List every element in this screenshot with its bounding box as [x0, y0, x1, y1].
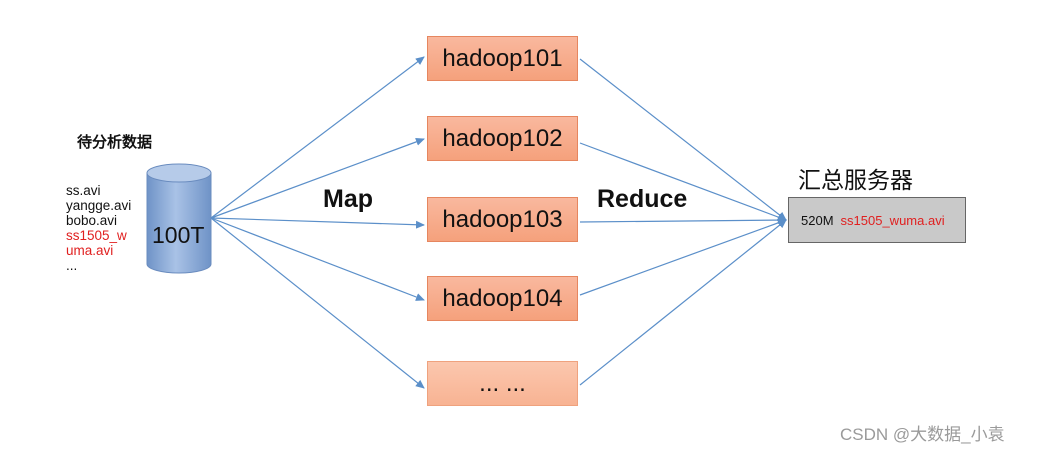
- node-label: hadoop102: [442, 124, 563, 152]
- map-arrow-4: [210, 217, 425, 301]
- reduce-arrow-3: [579, 216, 787, 225]
- node-hadoop103: hadoop103: [427, 197, 578, 242]
- reduce-arrow-4: [579, 218, 787, 296]
- file-item-highlighted: ss1505_w: [66, 228, 127, 243]
- summary-server-title: 汇总服务器: [798, 167, 913, 193]
- source-data-title: 待分析数据: [77, 134, 153, 151]
- node-more: ... ...: [427, 361, 578, 406]
- result-file: ss1505_wuma.avi: [840, 212, 945, 228]
- node-label: hadoop103: [442, 205, 563, 233]
- map-arrow-2: [210, 138, 425, 219]
- node-hadoop102: hadoop102: [427, 116, 578, 161]
- file-item: ss.avi: [66, 183, 101, 198]
- reduce-arrow-1: [579, 58, 787, 221]
- file-item-ellipsis: ...: [66, 258, 78, 273]
- map-label: Map: [323, 185, 373, 213]
- reduce-arrow-2: [579, 142, 787, 221]
- watermark: CSDN @大数据_小袁: [840, 425, 1005, 444]
- storage-cylinder-icon: [146, 163, 212, 274]
- file-item: yangge.avi: [66, 198, 132, 213]
- map-arrow-5: [210, 217, 425, 389]
- node-label: hadoop101: [442, 44, 563, 72]
- file-list: ss.avi yangge.avi bobo.avi ss1505_w uma.…: [66, 183, 131, 273]
- storage-size-label: 100T: [152, 222, 205, 248]
- summary-server-box: 520M ss1505_wuma.avi: [788, 197, 966, 243]
- map-arrow-1: [210, 56, 425, 219]
- file-item: bobo.avi: [66, 213, 118, 228]
- node-hadoop101: hadoop101: [427, 36, 578, 81]
- node-label: hadoop104: [442, 284, 563, 312]
- reduce-label: Reduce: [597, 185, 688, 213]
- node-hadoop104: hadoop104: [427, 276, 578, 321]
- node-label: ... ...: [479, 369, 526, 397]
- result-size: 520M: [801, 212, 834, 228]
- file-item-highlighted: uma.avi: [66, 243, 114, 258]
- reduce-arrow-5: [579, 219, 787, 386]
- map-arrow-3: [210, 217, 425, 229]
